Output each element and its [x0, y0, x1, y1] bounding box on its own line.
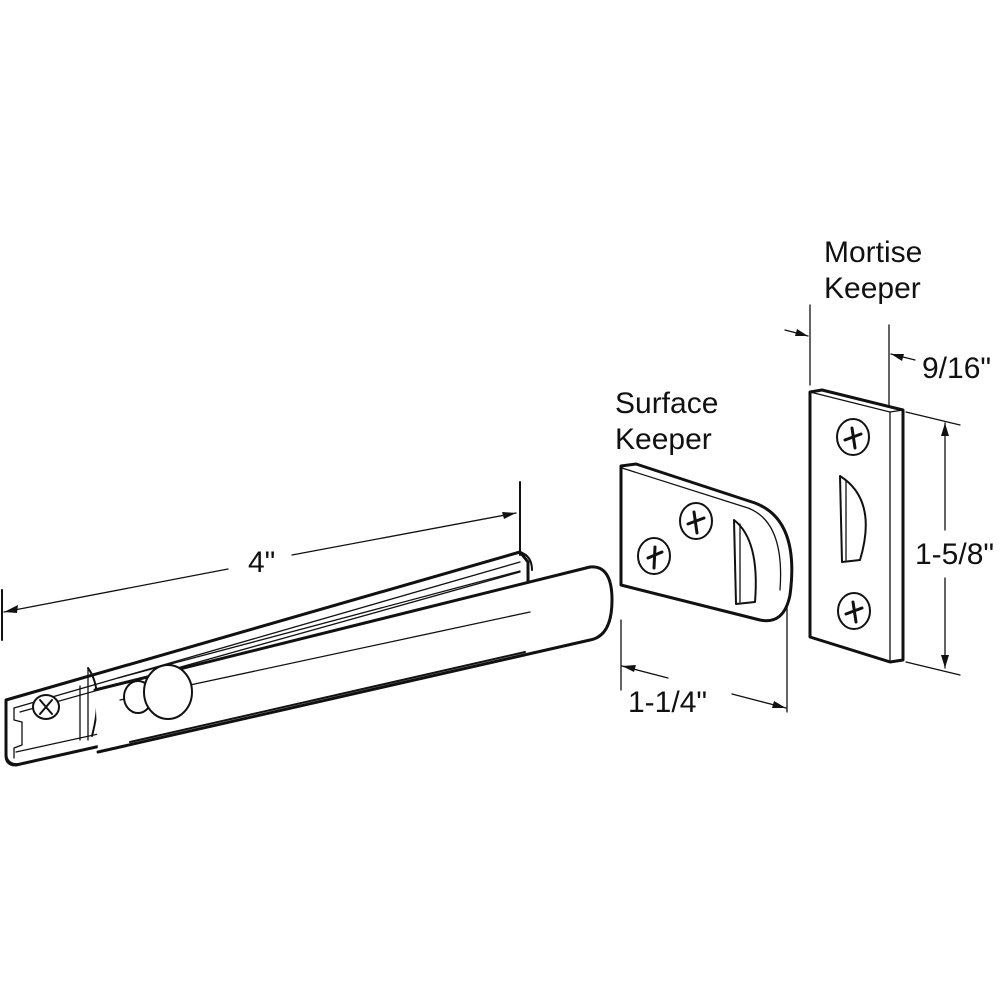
dimension-1-5-8in: 1-5/8" — [905, 411, 994, 676]
dimension-1-1-4in: 1-1/4" — [620, 604, 788, 719]
dimension-4in: 4" — [1, 481, 521, 641]
dimension-9-16in: 9/16" — [784, 304, 991, 406]
mortise-keeper-label-2: Keeper — [824, 272, 921, 305]
screw-icon — [637, 537, 671, 575]
screw-icon — [836, 418, 870, 456]
slide-bolt — [4, 550, 614, 767]
dimension-mortise-height: 1-5/8" — [915, 538, 994, 571]
surface-keeper: Surface Keeper — [615, 387, 794, 623]
screw-icon — [32, 694, 60, 720]
screw-icon — [679, 502, 713, 540]
surface-keeper-label-2: Keeper — [615, 423, 712, 456]
screw-icon — [837, 592, 871, 630]
surface-keeper-label-1: Surface — [615, 387, 718, 420]
bolt-knob — [123, 664, 193, 720]
dimension-mortise-width: 9/16" — [922, 352, 991, 385]
dimension-surface-keeper: 1-1/4" — [628, 686, 707, 719]
mortise-keeper-label-1: Mortise — [824, 236, 922, 269]
mortise-keeper: Mortise Keeper — [808, 236, 922, 664]
dimension-bolt-length: 4" — [248, 546, 275, 579]
